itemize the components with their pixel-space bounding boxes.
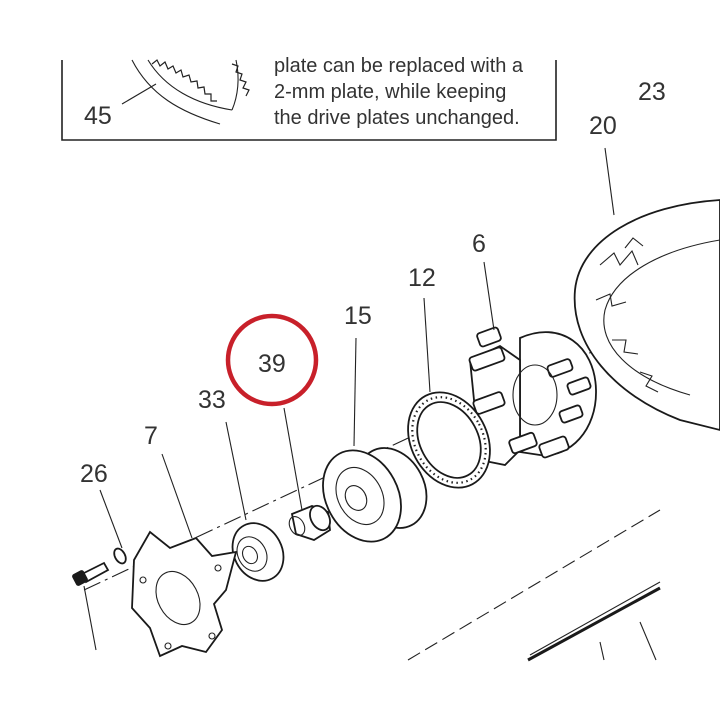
part-39-spacer-bushing	[288, 504, 331, 541]
part-26-washer	[113, 547, 127, 565]
part-12-bearing-ring	[407, 391, 491, 489]
callout-12: 12	[408, 264, 436, 292]
part-7-mounting-flange	[131, 530, 238, 658]
callout-line-26	[99, 489, 123, 549]
part-20-plate	[573, 199, 720, 431]
callout-7: 7	[144, 422, 158, 450]
inset-box: 45 plate can be replaced with a 2-mm pla…	[61, 55, 557, 141]
callout-line-39	[283, 407, 303, 511]
callout-15: 15	[344, 302, 372, 330]
callout-line-6	[483, 261, 495, 331]
callout-line-33	[225, 421, 247, 521]
callout-line-45	[121, 83, 157, 105]
screw-leader-line	[83, 585, 97, 651]
callout-20: 20	[589, 112, 617, 140]
callout-line-15	[353, 337, 357, 447]
part-15-flanged-pulley	[322, 447, 428, 543]
clutch-plate-45-illustration	[131, 59, 250, 125]
callout-39: 39	[258, 350, 286, 378]
callout-26: 26	[80, 460, 108, 488]
note-line-3: the drive plates unchanged.	[274, 107, 520, 129]
callout-line-7	[161, 453, 193, 539]
callout-33: 33	[198, 386, 226, 414]
callout-line-12	[423, 297, 431, 393]
screw	[72, 561, 110, 586]
callout-45: 45	[84, 102, 112, 130]
callout-23: 23	[638, 78, 666, 106]
machine-body-outline	[407, 509, 661, 662]
callout-line-20	[604, 147, 615, 216]
note-line-2: 2-mm plate, while keeping	[274, 81, 506, 103]
highlight-circle-39	[225, 313, 319, 407]
part-33-ball-bearing	[231, 522, 285, 582]
callout-6: 6	[472, 230, 486, 258]
note-line-1: plate can be replaced with a	[274, 55, 524, 77]
